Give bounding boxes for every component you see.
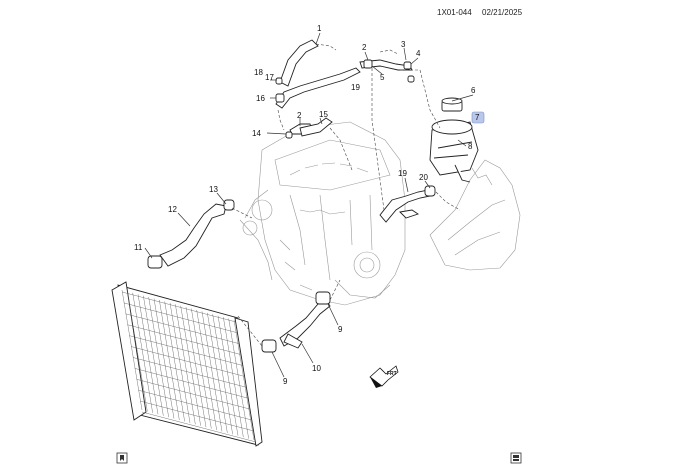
radiator-fin-line xyxy=(121,289,143,411)
radiator-fin-line xyxy=(233,319,255,441)
leader-lines xyxy=(144,32,474,378)
radiator-tube-line xyxy=(125,313,240,345)
callout-19-top: 19 xyxy=(351,83,360,92)
radiator-tube-line xyxy=(123,302,238,334)
engine-assembly xyxy=(239,121,406,306)
callout-18: 18 xyxy=(254,68,263,77)
radiator-tube-line xyxy=(140,400,255,432)
callout-12: 12 xyxy=(168,205,177,214)
bookmark-icon xyxy=(120,455,124,461)
gallery-button[interactable] xyxy=(510,452,522,464)
radiator-fin-line xyxy=(132,292,153,413)
callout-16: 16 xyxy=(256,94,265,103)
radiator-tube-line xyxy=(131,346,246,377)
radiator xyxy=(111,281,263,447)
callout-13: 13 xyxy=(209,185,218,194)
coolant-reservoir xyxy=(429,97,479,183)
forward-arrow-head-icon xyxy=(370,377,382,388)
diagram-date: 02/21/2025 xyxy=(482,8,523,17)
upper-hoses xyxy=(275,39,413,137)
radiator-fin-line xyxy=(127,291,148,412)
callout-9-left: 9 xyxy=(283,377,288,386)
callout-1: 1 xyxy=(317,24,322,33)
forward-direction-indicator: FRT xyxy=(369,365,399,388)
radiator-tube-line xyxy=(129,335,244,366)
radiator-fins xyxy=(121,289,257,443)
radiator-fin-line xyxy=(228,318,249,439)
callout-7-highlight xyxy=(471,111,485,124)
callout-17: 17 xyxy=(265,73,274,82)
callout-3: 3 xyxy=(401,40,406,49)
callout-15: 15 xyxy=(319,110,328,119)
radiator-tube-line xyxy=(138,389,253,421)
callout-6: 6 xyxy=(471,86,476,95)
radiator-inlet-hose xyxy=(147,199,235,269)
radiator-outlet-hose xyxy=(261,291,331,353)
radiator-tube-line xyxy=(121,291,237,323)
callout-11: 11 xyxy=(134,243,143,252)
callout-8: 8 xyxy=(468,142,473,151)
bookmark-button[interactable] xyxy=(116,452,128,464)
vehicle-body-structure xyxy=(429,159,521,271)
callout-10: 10 xyxy=(312,364,321,373)
callout-9-right: 9 xyxy=(338,325,343,334)
callout-20: 20 xyxy=(419,173,428,182)
forward-arrow-icon xyxy=(369,365,399,387)
callout-2-lower: 2 xyxy=(297,111,302,120)
radiator-tube-line xyxy=(134,368,249,399)
radiator-tube-line xyxy=(132,357,247,388)
callout-labels: 1 2 3 4 5 19 17 18 16 6 7 8 2 15 14 19 2… xyxy=(134,24,485,386)
hose-clamps xyxy=(275,59,415,139)
radiator-tube-line xyxy=(136,379,251,410)
radiator-fin-line xyxy=(223,317,244,438)
radiator-tube-line xyxy=(127,324,242,355)
callout-5: 5 xyxy=(380,73,385,82)
gallery-icon xyxy=(513,455,519,458)
heater-hose xyxy=(379,185,436,223)
forward-label: FRT xyxy=(387,371,397,377)
callout-19-right: 19 xyxy=(398,169,407,178)
radiator-tube-line xyxy=(141,411,257,443)
callout-7: 7 xyxy=(475,113,480,122)
callout-14: 14 xyxy=(252,129,261,138)
callout-4: 4 xyxy=(416,49,421,58)
diagram-code: 1X01-044 xyxy=(437,8,472,17)
callout-2: 2 xyxy=(362,43,367,52)
